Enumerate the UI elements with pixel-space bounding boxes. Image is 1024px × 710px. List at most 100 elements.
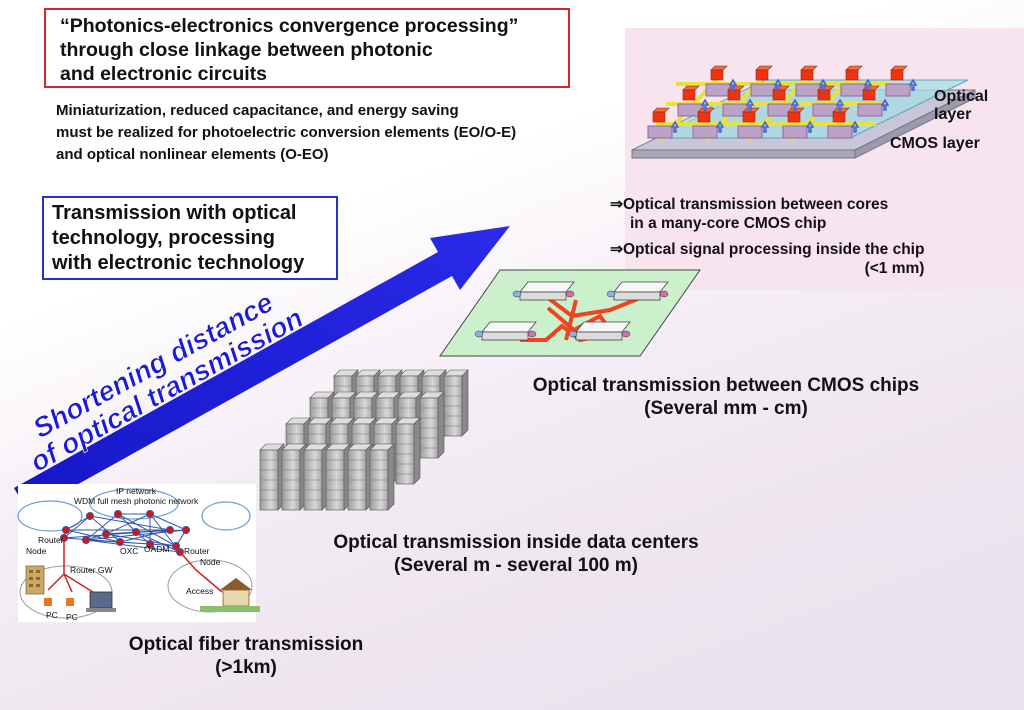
up-arrow-icon [745,98,755,111]
emitter [697,111,711,123]
cmos-chips-range: (Several mm - cm) [644,398,808,419]
chip-stack-diagram [631,65,976,159]
emitter [755,69,769,81]
optical-port [527,330,537,338]
data-centers-title: Optical transmission inside data centers [333,532,699,553]
cmos-board-diagram [439,269,701,357]
cmos-chip [512,281,575,301]
cmos-core [737,125,763,139]
server-rack [419,391,445,459]
cmos-core [782,125,808,139]
network-node [182,526,190,534]
server-rack [395,417,421,485]
shortening-arrow [14,226,510,512]
up-arrow-icon [850,120,860,133]
server-rack [303,443,329,511]
oadm-label: OADM [144,544,170,554]
cmos-chip [474,321,537,341]
transmission-line-3: with electronic technology [52,252,305,274]
network-node [146,540,154,548]
up-arrow-icon [880,98,890,111]
server-rack [443,369,469,437]
title-line-1: “Photonics-electronics convergence proce… [60,15,519,37]
up-arrow-icon [760,120,770,133]
requirements-line-2: must be realized for photoelectric conve… [56,124,517,141]
cmos-core [857,103,883,117]
chip-bullet-2-line-1: ⇒Optical signal processing inside the ch… [610,241,925,258]
up-arrow-icon [773,78,783,91]
emitter-top [890,65,908,71]
network-diagram [17,484,260,622]
router-label-2: Router [184,546,210,556]
data-centers-range: (Several m - several 100 m) [394,555,638,576]
server-racks [259,369,469,511]
router-gw-label: Router GW [70,565,113,575]
emitter [727,89,741,101]
chip-bullet-1-line-1: ⇒Optical transmission between cores [610,196,889,213]
cmos-core [885,83,911,97]
network-node [166,526,174,534]
cmos-layer-label: CMOS layer [890,135,980,152]
emitter [682,89,696,101]
cmos-chip [568,321,631,341]
wdm-label: WDM full mesh photonic network [74,496,199,506]
title-line-3: and electronic circuits [60,63,267,85]
emitter [817,89,831,101]
optical-layer-label: Optical layer [934,88,988,124]
up-arrow-icon [670,120,680,133]
cmos-chips-caption: Optical transmission between CMOS chips … [486,374,966,420]
network-node [132,528,140,536]
chip-bullet-1: ⇒Optical transmission between cores in a… [610,195,888,233]
oxc-label: OXC [120,546,139,556]
optical-port [512,290,522,298]
node-label-2: Node [200,557,221,567]
network-node [146,510,154,518]
emitter [652,111,666,123]
pc-label-2: PC [66,612,78,622]
emitter [890,69,904,81]
optical-layer-label-line-2: layer [934,106,972,123]
server-rack [259,443,285,511]
ip-network-label: IP network [116,486,157,496]
cmos-chip [606,281,669,301]
emitter-top [845,65,863,71]
emitter [800,69,814,81]
transmission-line-2: technology, processing [52,227,275,249]
emitter [862,89,876,101]
cmos-core [750,83,776,97]
title-line-2: through close linkage between photonic [60,39,433,61]
convergence-title-box: “Photonics-electronics convergence proce… [44,8,570,88]
up-arrow-icon [790,98,800,111]
network-node [102,530,110,538]
requirements-line-1: Miniaturization, reduced capacitance, an… [56,102,459,119]
emitter-top [682,85,700,91]
up-arrow-icon [805,120,815,133]
cmos-core [647,125,673,139]
chip-stack-panel [625,28,1024,290]
optical-port [474,330,484,338]
pc-label-1: PC [46,610,58,620]
requirements-text: Miniaturization, reduced capacitance, an… [56,100,616,166]
cmos-core [705,83,731,97]
cmos-chips-title: Optical transmission between CMOS chips [532,375,920,396]
up-arrow-icon [728,78,738,91]
cmos-core [827,125,853,139]
chip-bullet-2-line-2: (<1 mm) [864,260,925,277]
network-node [172,542,180,550]
requirements-line-3: and optical nonlinear elements (O-EO) [56,146,329,163]
optical-port [659,290,669,298]
emitter [845,69,859,81]
optical-port [606,290,616,298]
fiber-title: Optical fiber transmission [128,634,364,655]
network-node [82,536,90,544]
cmos-core [840,83,866,97]
cmos-core [692,125,718,139]
network-node [116,538,124,546]
network-node [86,512,94,520]
optical-port [621,330,631,338]
cmos-core [795,83,821,97]
transmission-processing-box: Transmission with optical technology, pr… [42,196,338,280]
router-label-1: Router [38,535,64,545]
network-node [62,526,70,534]
